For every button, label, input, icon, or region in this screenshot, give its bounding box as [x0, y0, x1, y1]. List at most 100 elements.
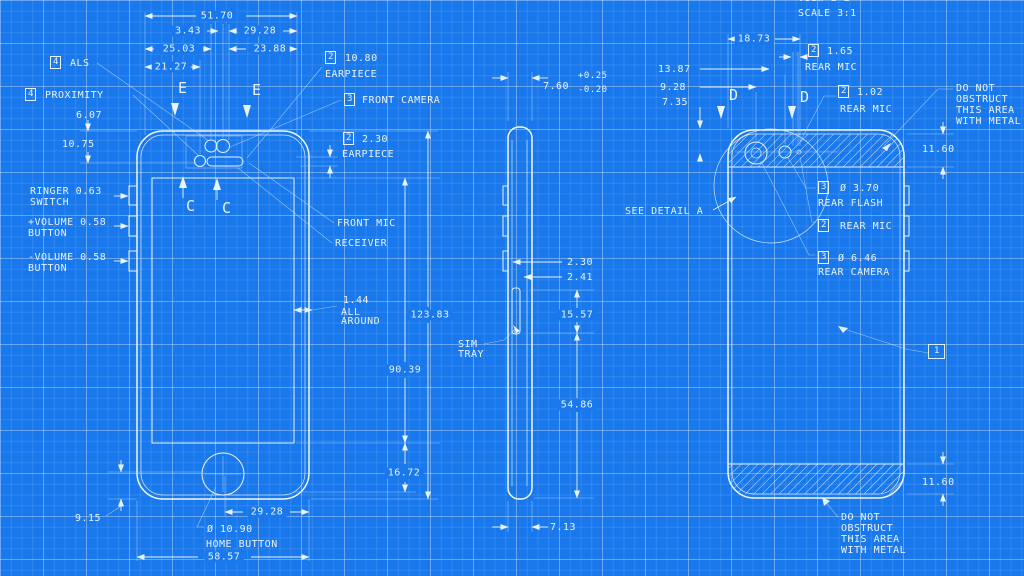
- dim-2-41: 2.41: [567, 272, 594, 283]
- dim-9-28: 9.28: [660, 82, 687, 93]
- dim-6-07: 6.07: [76, 110, 103, 121]
- rear-mic2-ref-box: 2: [838, 85, 850, 98]
- ringer-switch-label2: SWITCH: [30, 197, 70, 208]
- earpiece2-dim: 2.30: [362, 134, 389, 145]
- dim-29-28-top: 29.28: [240, 25, 280, 37]
- proximity-sensor: [194, 155, 206, 167]
- dim-123-83: 123.83: [407, 309, 453, 321]
- volume-down-label2: BUTTON: [28, 263, 68, 274]
- rear-mic-hole: [796, 149, 802, 155]
- front-mic-label: FRONT MIC: [337, 218, 396, 229]
- earpiece-label: EARPIECE: [325, 69, 378, 80]
- all-around-label1: ALL: [341, 307, 361, 318]
- rear-camera-dim: Ø 6.46: [838, 253, 878, 264]
- dim-3-43: 3.43: [171, 25, 205, 37]
- front-phone-outline: [136, 130, 310, 500]
- dim-16-72: 16.72: [384, 467, 424, 479]
- rear-flash-label: REAR FLASH: [818, 198, 884, 209]
- earpiece2-label: EARPIECE: [342, 149, 395, 160]
- rear-flash-circle: [778, 145, 792, 159]
- rear-view-linework: [713, 128, 910, 499]
- proximity-ref-box: 4: [25, 88, 37, 101]
- rear-mic3-ref-box: 2: [818, 219, 830, 232]
- tol-minus: -0.20: [578, 85, 608, 95]
- rear-camera-label: REAR CAMERA: [818, 267, 890, 278]
- side-view-linework: [483, 72, 594, 532]
- dim-13-87: 13.87: [658, 64, 691, 75]
- sim-tray-shape: [511, 287, 521, 335]
- dim-58-57: 58.57: [204, 551, 244, 563]
- dim-54-86: 54.86: [557, 399, 597, 411]
- section-c-left: C: [186, 197, 196, 215]
- dim-15-57: 15.57: [557, 309, 597, 321]
- rear-bottom-keepout-hatch: [728, 464, 904, 494]
- proximity-label: PROXIMITY: [45, 90, 104, 101]
- earpiece2-ref-box: 2: [343, 132, 355, 145]
- volume-down-shape: [128, 250, 138, 272]
- front-camera-ref-box: 3: [344, 93, 356, 106]
- rear-flash-dim: Ø 3.70: [840, 183, 880, 194]
- front-camera-label: FRONT CAMERA: [362, 95, 441, 106]
- rear-mic3-label: REAR MIC: [840, 221, 893, 232]
- dim-51-70: 51.70: [197, 10, 237, 22]
- volume-up-label: +VOLUME 0.58: [28, 217, 107, 228]
- keepout-top-l3: THIS AREA: [956, 105, 1015, 116]
- earpiece-ref-box: 2: [325, 51, 337, 64]
- ringer-switch-shape: [128, 185, 138, 206]
- view-title: VIEW E-E: [798, 0, 850, 4]
- dim-9-15: 9.15: [75, 513, 102, 524]
- dim-21-27: 21.27: [151, 61, 191, 73]
- section-d-right: D: [800, 88, 810, 106]
- keepout-bottom-l3: THIS AREA: [841, 534, 900, 545]
- rear-mic2-dim: 1.02: [857, 87, 884, 98]
- section-c-right: C: [222, 199, 232, 217]
- volume-up-shape: [128, 215, 138, 237]
- dim-25-03: 25.03: [159, 43, 199, 55]
- sim-tray-label1: SIM: [458, 339, 478, 350]
- dim-7-60: 7.60: [543, 81, 570, 92]
- detail-a-circle: [713, 128, 829, 244]
- dim-7-13: 7.13: [550, 522, 577, 533]
- rear-dimensions: [697, 34, 954, 518]
- home-button-circle: [201, 452, 245, 496]
- side-phone-outline: [507, 126, 533, 500]
- section-d-left: D: [729, 86, 739, 104]
- rear-phone-outline: [727, 129, 905, 499]
- als-ref-box: 4: [50, 56, 62, 69]
- dim-90-39: 90.39: [385, 364, 425, 376]
- rear-flash-ref-box: 3: [818, 181, 830, 194]
- balloon-1: 1: [928, 344, 946, 359]
- receiver-label: RECEIVER: [335, 238, 388, 249]
- volume-up-label2: BUTTON: [28, 228, 68, 239]
- home-button-label: HOME BUTTON: [206, 539, 278, 550]
- dim-29-28-bottom: 29.28: [247, 506, 287, 518]
- dim-1-44: 1.44: [343, 295, 370, 306]
- keepout-top-l2: OBSTRUCT: [956, 94, 1009, 105]
- tol-plus: +0.25: [578, 71, 608, 81]
- rear-mic1-dim: 1.65: [827, 46, 854, 57]
- earpiece-dim: 10.80: [345, 53, 378, 64]
- dim-7-35: 7.35: [662, 97, 689, 108]
- all-around-label2: AROUND: [341, 316, 381, 327]
- sim-tray-label2: TRAY: [458, 349, 485, 360]
- section-e-right: E: [252, 81, 262, 99]
- rear-mic1-ref-box: 2: [808, 44, 820, 57]
- keepout-bottom-l1: DO NOT: [841, 512, 881, 523]
- home-button-dia: Ø 10.90: [207, 524, 253, 535]
- als-label: ALS: [70, 58, 90, 69]
- volume-down-label: -VOLUME 0.58: [28, 252, 107, 263]
- dim-10-75: 10.75: [62, 139, 95, 150]
- keepout-bottom-l4: WITH METAL: [841, 545, 907, 556]
- als-sensor: [204, 139, 218, 153]
- earpiece-slot: [206, 156, 244, 167]
- dim-2-30: 2.30: [567, 257, 594, 268]
- section-e-left: E: [178, 79, 188, 97]
- keepout-top-l1: DO NOT: [956, 83, 996, 94]
- dim-23-88: 23.88: [250, 43, 290, 55]
- ringer-switch-label: RINGER 0.63: [30, 186, 102, 197]
- keepout-top-l4: WITH METAL: [956, 116, 1022, 127]
- dim-11-60-bottom: 11.60: [922, 477, 955, 488]
- rear-mic1-label: REAR MIC: [805, 62, 858, 73]
